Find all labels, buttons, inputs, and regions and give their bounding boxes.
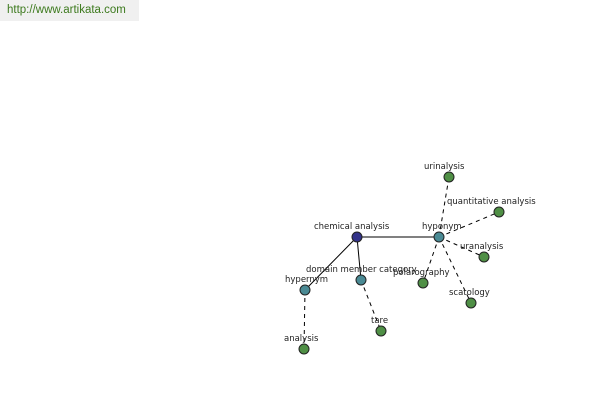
edge-chemical-analysis-to-domain-member-category bbox=[356, 236, 362, 281]
node-polarography[interactable]: polarography bbox=[393, 268, 450, 289]
edge-hyponym-to-quantitative-analysis bbox=[438, 211, 500, 238]
node-tare[interactable]: tare bbox=[371, 316, 388, 337]
node-label-hyponym[interactable]: hyponym bbox=[422, 222, 462, 232]
site-url-link[interactable]: http://www.artikata.com bbox=[7, 4, 126, 16]
node-hypernym[interactable]: hypernym bbox=[285, 275, 328, 296]
node-circle-tare[interactable] bbox=[375, 325, 387, 337]
node-circle-scatology[interactable] bbox=[465, 297, 477, 309]
node-uranalysis[interactable]: uranalysis bbox=[460, 242, 504, 263]
node-label-hypernym[interactable]: hypernym bbox=[285, 275, 328, 285]
node-circle-hypernym[interactable] bbox=[299, 284, 311, 296]
node-hyponym[interactable]: hyponym bbox=[422, 222, 462, 243]
node-label-tare[interactable]: tare bbox=[371, 316, 388, 326]
edge-chemical-analysis-to-hypernym bbox=[304, 236, 358, 291]
node-label-scatology[interactable]: scatology bbox=[449, 288, 490, 298]
node-circle-polarography[interactable] bbox=[417, 277, 429, 289]
node-urinalysis[interactable]: urinalysis bbox=[424, 162, 465, 183]
node-label-quantitative-analysis[interactable]: quantitative analysis bbox=[447, 197, 536, 207]
node-circle-analysis[interactable] bbox=[298, 343, 310, 355]
graph-edges bbox=[303, 176, 500, 350]
edge-hyponym-to-polarography bbox=[422, 236, 440, 284]
node-label-uranalysis[interactable]: uranalysis bbox=[460, 242, 504, 252]
url-banner: http://www.artikata.com bbox=[0, 0, 139, 21]
node-circle-quantitative-analysis[interactable] bbox=[493, 206, 505, 218]
node-scatology[interactable]: scatology bbox=[449, 288, 490, 309]
node-label-chemical-analysis[interactable]: chemical analysis bbox=[314, 222, 390, 232]
node-circle-hyponym[interactable] bbox=[433, 231, 445, 243]
node-domain-member-category[interactable]: domain member category bbox=[306, 265, 417, 286]
node-circle-domain-member-category[interactable] bbox=[355, 274, 367, 286]
node-circle-chemical-analysis[interactable] bbox=[351, 231, 363, 243]
node-circle-uranalysis[interactable] bbox=[478, 251, 490, 263]
node-chemical-analysis[interactable]: chemical analysis bbox=[314, 222, 390, 243]
edge-hypernym-to-analysis bbox=[303, 289, 306, 350]
node-label-polarography[interactable]: polarography bbox=[393, 268, 450, 278]
edge-hyponym-to-uranalysis bbox=[438, 236, 485, 258]
edge-hyponym-to-urinalysis bbox=[438, 176, 450, 238]
node-circle-urinalysis[interactable] bbox=[443, 171, 455, 183]
node-label-analysis[interactable]: analysis bbox=[284, 334, 319, 344]
edge-domain-member-category-to-tare bbox=[360, 279, 382, 332]
node-label-domain-member-category[interactable]: domain member category bbox=[306, 265, 417, 275]
node-quantitative-analysis[interactable]: quantitative analysis bbox=[447, 197, 536, 218]
node-label-urinalysis[interactable]: urinalysis bbox=[424, 162, 465, 172]
node-analysis[interactable]: analysis bbox=[284, 334, 319, 355]
